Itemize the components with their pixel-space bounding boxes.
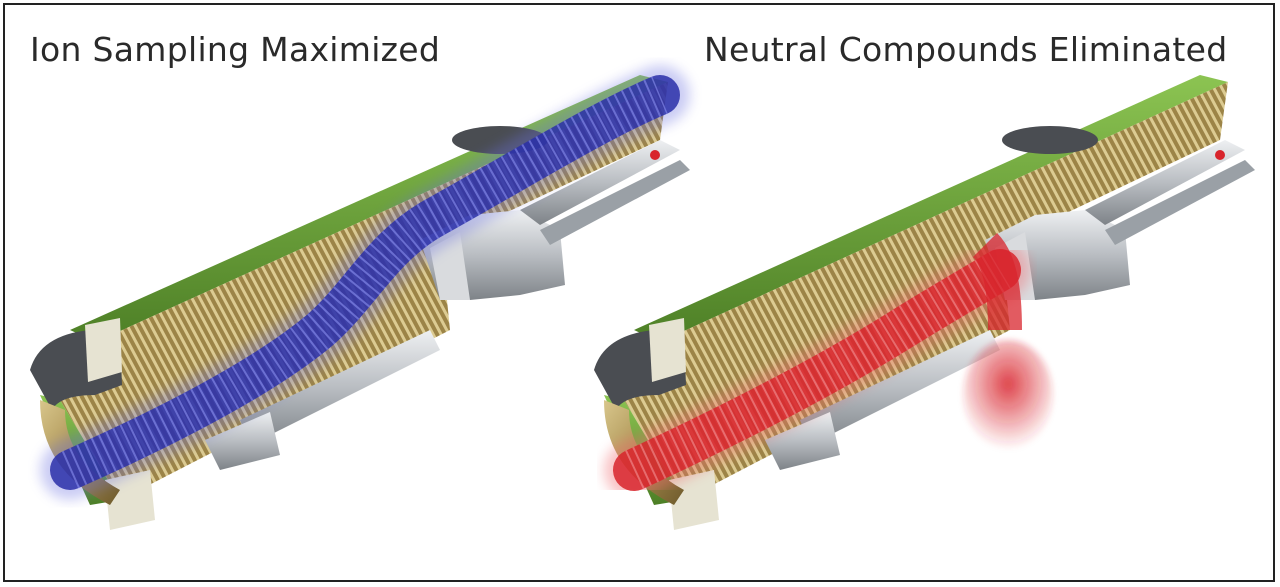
support-rail-right — [800, 330, 1000, 445]
support-rail-left — [240, 330, 440, 445]
front-cap-foot-right — [669, 470, 719, 530]
panel-title-ion-sampling: Ion Sampling Maximized — [30, 30, 441, 69]
support-block-left — [205, 412, 280, 470]
exit-marker-right — [1215, 150, 1225, 160]
support-block-right — [765, 412, 840, 470]
top-dome-right — [1002, 126, 1098, 154]
ring-stack-upper-right — [660, 82, 1228, 395]
exit-rods-right — [1085, 140, 1245, 225]
exit-rods-lower-right — [1105, 160, 1255, 245]
ion-beam — [50, 75, 680, 490]
ion-beam-rings — [61, 76, 668, 489]
exit-rods-lower-left — [540, 160, 690, 245]
neutral-beam-rings — [625, 251, 1011, 490]
exit-rods-left — [520, 140, 680, 225]
front-cap-block-right — [649, 318, 686, 382]
neutral-beam-drop — [972, 232, 1022, 331]
exit-marker-left — [650, 150, 660, 160]
front-cap-block-left — [85, 318, 122, 382]
ion-funnel-right — [594, 75, 1255, 530]
panel-title-neutral-compounds: Neutral Compounds Eliminated — [704, 30, 1228, 69]
front-cap-foot-left — [105, 470, 155, 530]
neutral-plume — [963, 340, 1053, 450]
ion-funnel-left — [30, 65, 690, 530]
